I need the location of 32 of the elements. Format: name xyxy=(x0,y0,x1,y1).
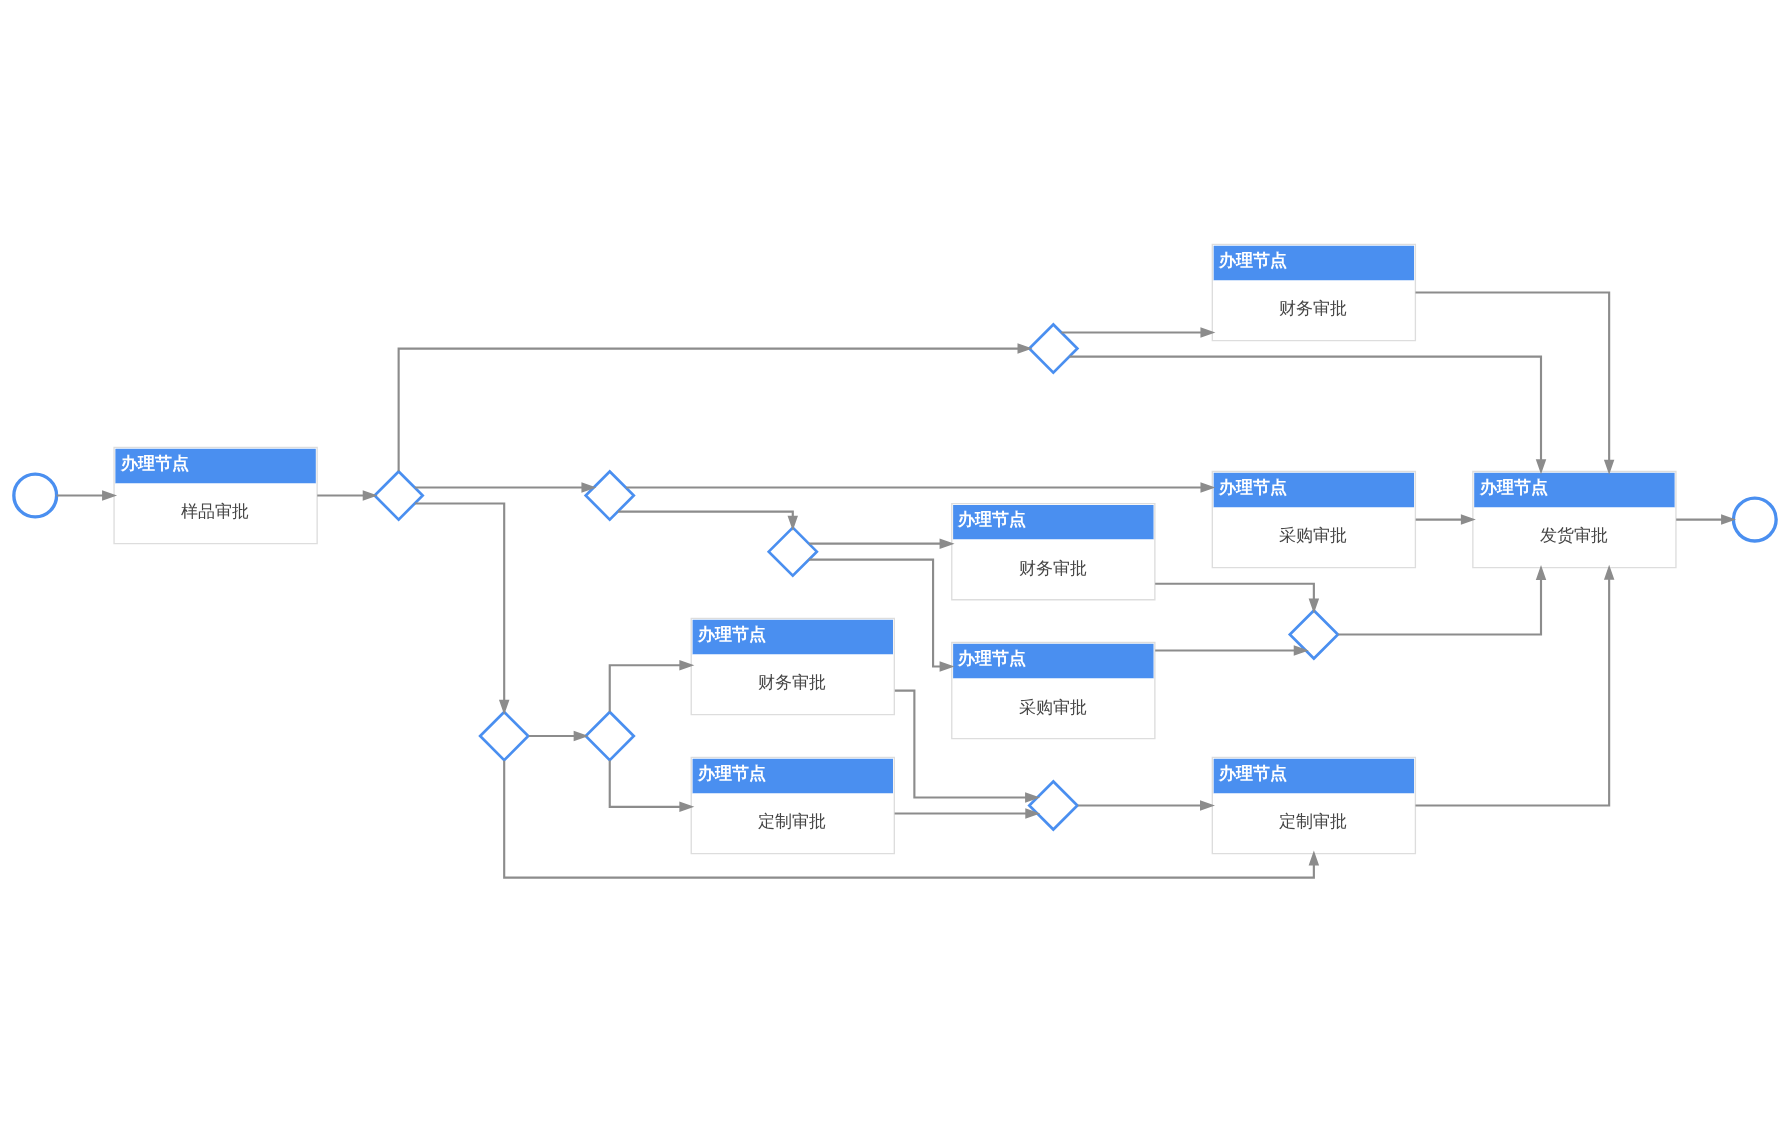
arrow xyxy=(1676,514,1737,525)
arrow xyxy=(1155,582,1320,614)
node-circle xyxy=(12,472,59,519)
node-diamond xyxy=(1027,322,1080,375)
arrow xyxy=(1415,564,1615,807)
arrow xyxy=(528,730,589,742)
arrow xyxy=(1415,514,1476,525)
node-diamond xyxy=(583,710,636,762)
arrow xyxy=(808,558,955,672)
arrow xyxy=(894,689,1041,803)
arrow xyxy=(608,760,695,813)
node-diamond xyxy=(478,710,531,762)
node-diamond xyxy=(766,525,819,578)
node-diamond xyxy=(1287,608,1340,661)
arrow xyxy=(809,538,955,549)
arrow xyxy=(1155,645,1309,656)
arrow xyxy=(618,510,799,531)
arrow xyxy=(1069,355,1547,475)
node-circle xyxy=(1731,496,1778,543)
arrow xyxy=(626,482,1216,493)
arrow xyxy=(1338,565,1547,636)
arrow xyxy=(415,502,510,715)
arrow xyxy=(608,659,695,712)
arrow xyxy=(1061,327,1216,338)
arrow xyxy=(317,490,378,501)
arrow xyxy=(414,482,597,493)
arrow xyxy=(56,490,118,501)
arrow xyxy=(1077,800,1215,811)
arrow xyxy=(397,343,1033,472)
arrow xyxy=(894,808,1041,819)
arrow xyxy=(1415,291,1615,475)
node-diamond xyxy=(372,469,425,522)
